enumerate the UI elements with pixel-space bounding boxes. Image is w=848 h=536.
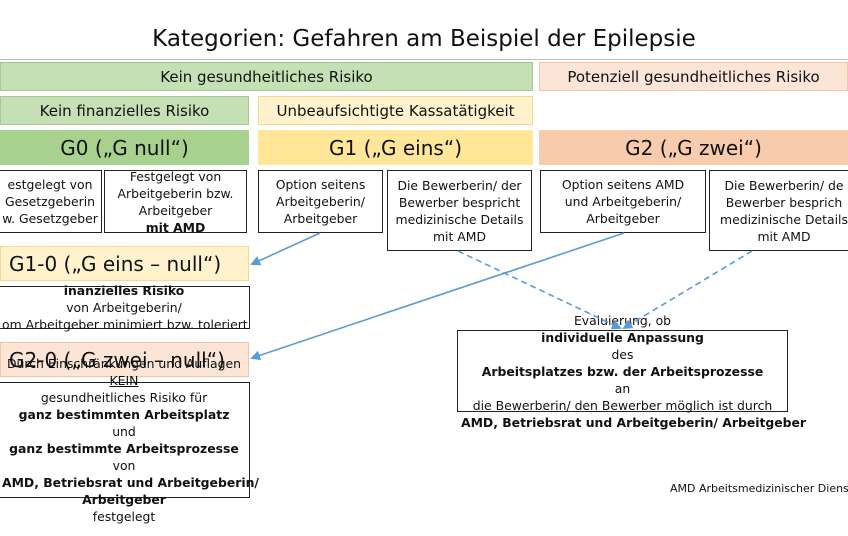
footnote-amd: AMD Arbeitsmedizinischer Diens bbox=[670, 482, 848, 495]
header-no-health-risk: Kein gesundheitliches Risiko bbox=[0, 62, 533, 91]
arrow-g1-discussion-to-evaluation bbox=[457, 250, 622, 330]
category-g1-0: G1-0 („G eins – null“) bbox=[0, 246, 249, 281]
arrow-g1-option-to-g1-0 bbox=[250, 232, 321, 266]
arrow-g2-discussion-to-evaluation bbox=[622, 250, 753, 330]
header-potential-health-risk: Potenziell gesundheitliches Risiko bbox=[539, 62, 848, 91]
category-g1: G1 („G eins“) bbox=[258, 130, 533, 165]
arrow-g2-option-to-g2-0 bbox=[250, 232, 625, 361]
title-divider bbox=[0, 59, 848, 60]
header-no-financial-risk: Kein finanzielles Risiko bbox=[0, 96, 249, 125]
category-g2-0: G2-0 („G zwei – null“) bbox=[0, 342, 249, 377]
diagram-title: Kategorien: Gefahren am Beispiel der Epi… bbox=[152, 26, 696, 52]
header-unsupervised-cash: Unbeaufsichtigte Kassatätigkeit bbox=[258, 96, 533, 125]
category-g0: G0 („G null“) bbox=[0, 130, 249, 165]
g2-0-description-box: Durch Einschränkungen und Auflagen KEIN … bbox=[0, 356, 259, 524]
evaluation-box: Evaluierung, ob individuelle Anpassung d… bbox=[457, 313, 806, 430]
category-g2: G2 („G zwei“) bbox=[539, 130, 848, 165]
g1-0-description-box: inanzielles Risiko von Arbeitgeberin/ om… bbox=[0, 283, 250, 332]
